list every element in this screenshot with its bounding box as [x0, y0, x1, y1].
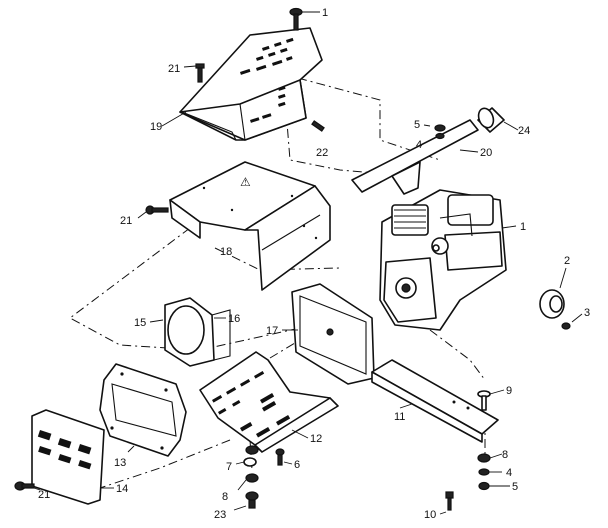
nut-washer-top: 5 4: [414, 119, 446, 151]
shroud: 15 16: [134, 297, 240, 367]
screw-22: 22: [311, 120, 328, 159]
callout-8-right: 8: [502, 449, 508, 461]
callout-18: 18: [220, 246, 232, 258]
base-rail: 11: [371, 359, 499, 443]
callout-11: 11: [394, 411, 405, 423]
bracket-assembly: ⚠ 18: [169, 161, 331, 291]
top-cover: [179, 27, 323, 141]
callout-8-left: 8: [222, 491, 228, 503]
callout-21-bottom: 21: [38, 489, 50, 501]
callout-10: 10: [424, 509, 436, 521]
callout-24: 24: [518, 125, 530, 137]
callout-17: 17: [266, 325, 278, 337]
callout-19: 19: [150, 121, 162, 133]
side-panel: 13: [99, 363, 187, 469]
callout-20: 20: [480, 147, 492, 159]
callout-2: 2: [564, 255, 570, 267]
bolt-9: 9: [477, 385, 512, 411]
callout-21-mid: 21: [120, 215, 132, 227]
screw-top: 1: [289, 7, 328, 31]
callout-6: 6: [294, 459, 300, 471]
callout-12: 12: [310, 433, 322, 445]
callout-5-bottom: 5: [512, 481, 518, 493]
callout-3: 3: [584, 307, 590, 319]
screw-21-mid: 21: [120, 205, 169, 227]
callout-15: 15: [134, 317, 146, 329]
gasket-plate: 17: [266, 283, 375, 385]
callout-16: 16: [228, 313, 240, 325]
handle-bar: 24 20: [351, 107, 530, 195]
callout-5-top: 5: [414, 119, 420, 131]
callout-23: 23: [214, 509, 226, 521]
callout-7: 7: [226, 461, 232, 473]
screw-21-bottom: 21: [14, 481, 50, 501]
screw-21-top: 21: [168, 63, 205, 83]
callout-4-top: 4: [416, 139, 422, 151]
callout-1-engine: 1: [520, 221, 526, 233]
callout-22: 22: [316, 147, 328, 159]
callout-9: 9: [506, 385, 512, 397]
callout-21-top: 21: [168, 63, 180, 75]
engine: 1: [379, 189, 526, 331]
callout-4-bottom: 4: [506, 467, 512, 479]
hardware-left: 7 6 8 23: [214, 445, 300, 521]
callout-1-top: 1: [322, 7, 328, 19]
base-pan: 12: [199, 351, 339, 453]
callout-13: 13: [114, 457, 126, 469]
callout-14: 14: [116, 483, 128, 495]
pulley: 2 3: [539, 255, 590, 330]
warning-icon: ⚠: [240, 175, 251, 189]
hardware-right: 8 4 5 10: [424, 449, 518, 521]
